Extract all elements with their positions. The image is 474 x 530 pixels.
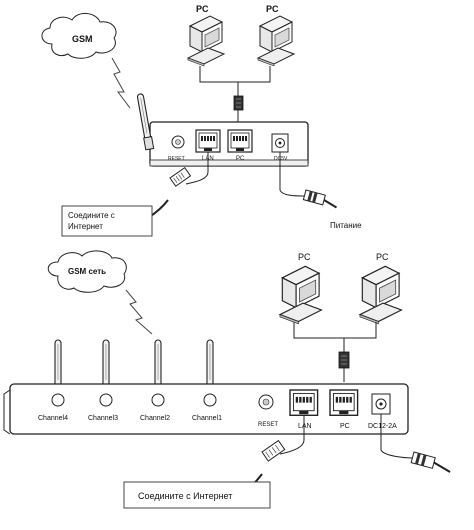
- lan-port-icon: [289, 389, 319, 416]
- port-label-lan: LAN: [298, 423, 312, 430]
- port-label-reset: RESET: [168, 156, 185, 162]
- pc-port-icon: [227, 129, 253, 153]
- port-label-power: DC12-2A: [368, 423, 397, 430]
- connect-internet-box: [61, 205, 153, 237]
- pc-icon: [279, 265, 322, 325]
- power-plug-icon: [410, 451, 451, 473]
- channel-label: Channel4: [38, 415, 68, 422]
- connect-internet-box: [123, 481, 271, 509]
- connect-internet-text: Соедините с Интернет: [138, 491, 232, 501]
- power-plug-icon: [302, 189, 338, 209]
- antenna-icon: [135, 92, 155, 151]
- connect-internet-text: Соедините с Интернет: [68, 211, 117, 231]
- internet-cable: [185, 152, 209, 185]
- wireless-signal-icon: [111, 57, 131, 109]
- rj45-plug-icon: [261, 439, 286, 462]
- pc-icon: [257, 15, 295, 67]
- pc-cable: [199, 66, 239, 96]
- pc-icon: [359, 265, 402, 325]
- channel-label: Channel2: [140, 415, 170, 422]
- gsm-cloud-label: GSM сеть: [68, 267, 106, 276]
- rj45-connector-icon: [338, 351, 350, 369]
- power-cable: [279, 152, 307, 197]
- port-label-pc: PC: [340, 423, 350, 430]
- pc-cable: [238, 66, 271, 83]
- pc-label: PC: [196, 4, 209, 14]
- pc-cable: [344, 322, 377, 339]
- port-label-power: DC5V: [274, 156, 288, 162]
- pc-label: PC: [376, 252, 389, 262]
- wireless-signal-icon: [125, 289, 153, 335]
- internet-cable: [279, 416, 305, 455]
- pc-port-icon: [329, 389, 359, 416]
- lan-port-icon: [195, 129, 221, 153]
- rj45-plug-icon: [169, 166, 192, 187]
- gsm-cloud-label: GSM: [72, 34, 93, 44]
- power-port-icon: [371, 393, 391, 415]
- power-label: Питание: [330, 221, 362, 230]
- gsm-cloud-top: GSM: [41, 13, 117, 59]
- channel-label: Channel1: [192, 415, 222, 422]
- pc-cable: [293, 322, 345, 354]
- pc-label: PC: [266, 4, 279, 14]
- rj45-connector-icon: [233, 95, 244, 111]
- gsm-cloud-bottom: GSM сеть: [47, 250, 127, 293]
- power-port-icon: [271, 133, 289, 153]
- channel-label: Channel3: [88, 415, 118, 422]
- power-cable: [380, 414, 415, 459]
- port-label-pc: PC: [236, 156, 245, 162]
- channel-connector-icon: [51, 393, 217, 407]
- pc-icon: [187, 15, 225, 67]
- pc-label: PC: [298, 252, 311, 262]
- port-label-reset: RESET: [258, 422, 278, 428]
